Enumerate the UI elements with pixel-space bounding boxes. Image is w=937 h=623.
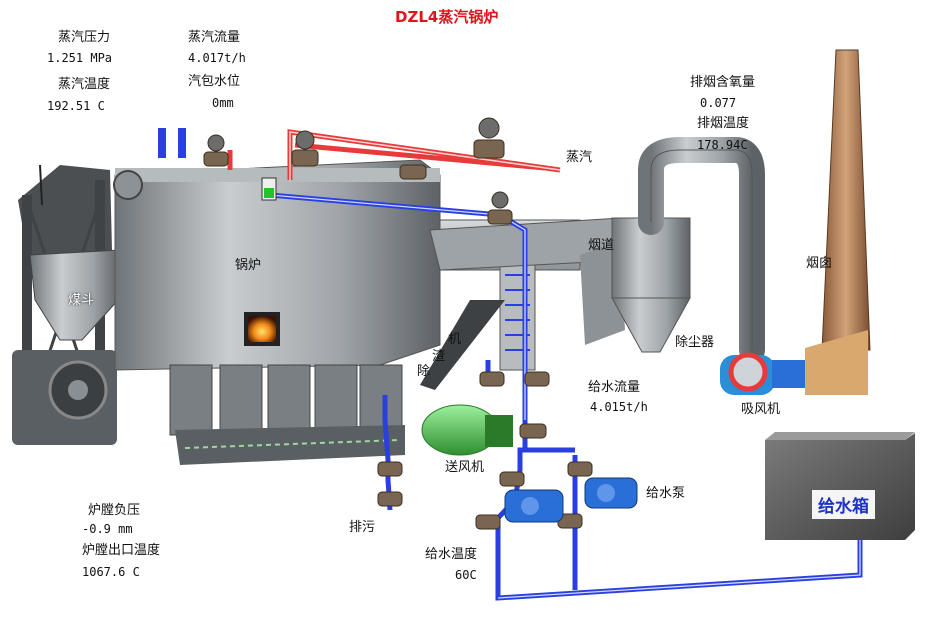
dust-collector-shape bbox=[611, 217, 691, 353]
furnace-pressure-label: 炉膛负压 bbox=[88, 503, 141, 518]
steam-temp-label: 蒸汽温度 bbox=[58, 77, 111, 92]
coal-hopper-label: 煤斗 bbox=[68, 293, 95, 308]
water-tank-label: 给水箱 bbox=[812, 490, 875, 519]
feed-flow-label: 给水流量 bbox=[588, 380, 641, 395]
slag-remover-char-2: 渣 bbox=[432, 349, 446, 364]
feed-pumps bbox=[504, 477, 638, 523]
slag-remover-char-1: 机 bbox=[448, 332, 462, 347]
steam-flow-label: 蒸汽流量 bbox=[188, 30, 241, 45]
blower-label: 送风机 bbox=[445, 460, 485, 475]
furnace-pressure-value: -0.9 mm bbox=[82, 522, 133, 536]
flue-label: 烟道 bbox=[588, 238, 615, 253]
drain-label: 排污 bbox=[349, 520, 376, 535]
induced-fan-label: 吸风机 bbox=[741, 402, 781, 417]
induced-fan-shape bbox=[720, 352, 812, 395]
furnace-outlet-temp-label: 炉膛出口温度 bbox=[82, 543, 161, 558]
water-level-gauge bbox=[261, 177, 277, 201]
page-title: DZL4蒸汽锅炉 bbox=[395, 8, 499, 26]
boiler-label: 锅炉 bbox=[235, 258, 262, 273]
flue-temp-label: 排烟温度 bbox=[697, 116, 750, 131]
flue-o2-value: 0.077 bbox=[700, 96, 737, 110]
dust-collector-label: 除尘器 bbox=[675, 335, 715, 350]
flue-temp-value: 178.94C bbox=[697, 138, 748, 152]
flue-o2-label: 排烟含氧量 bbox=[690, 75, 756, 90]
feed-flow-value: 4.015t/h bbox=[590, 400, 648, 414]
slag-remover-char-3: 除 bbox=[417, 364, 431, 379]
steam-flow-value: 4.017t/h bbox=[188, 51, 246, 65]
chimney-shape bbox=[805, 49, 871, 395]
chimney-label: 烟囱 bbox=[806, 256, 833, 271]
boiler-body bbox=[113, 159, 441, 465]
water-tank-shape bbox=[765, 432, 915, 540]
drum-level-label: 汽包水位 bbox=[188, 74, 241, 89]
steam-label: 蒸汽 bbox=[566, 150, 593, 165]
feed-pump-label: 给水泵 bbox=[646, 486, 686, 501]
feed-temp-label: 给水温度 bbox=[425, 547, 478, 562]
steam-pressure-label: 蒸汽压力 bbox=[58, 30, 111, 45]
furnace-outlet-temp-value: 1067.6 C bbox=[82, 565, 140, 579]
drum-level-value: 0mm bbox=[212, 96, 234, 110]
steam-temp-value: 192.51 C bbox=[47, 99, 105, 113]
valves bbox=[203, 117, 593, 530]
safety-valves bbox=[158, 128, 186, 158]
blower-shape bbox=[421, 404, 513, 456]
gear-motor bbox=[12, 350, 117, 445]
feed-temp-value: 60C bbox=[455, 568, 477, 582]
steam-pipe-highlight bbox=[289, 131, 561, 180]
steam-pressure-value: 1.251 MPa bbox=[47, 51, 113, 65]
